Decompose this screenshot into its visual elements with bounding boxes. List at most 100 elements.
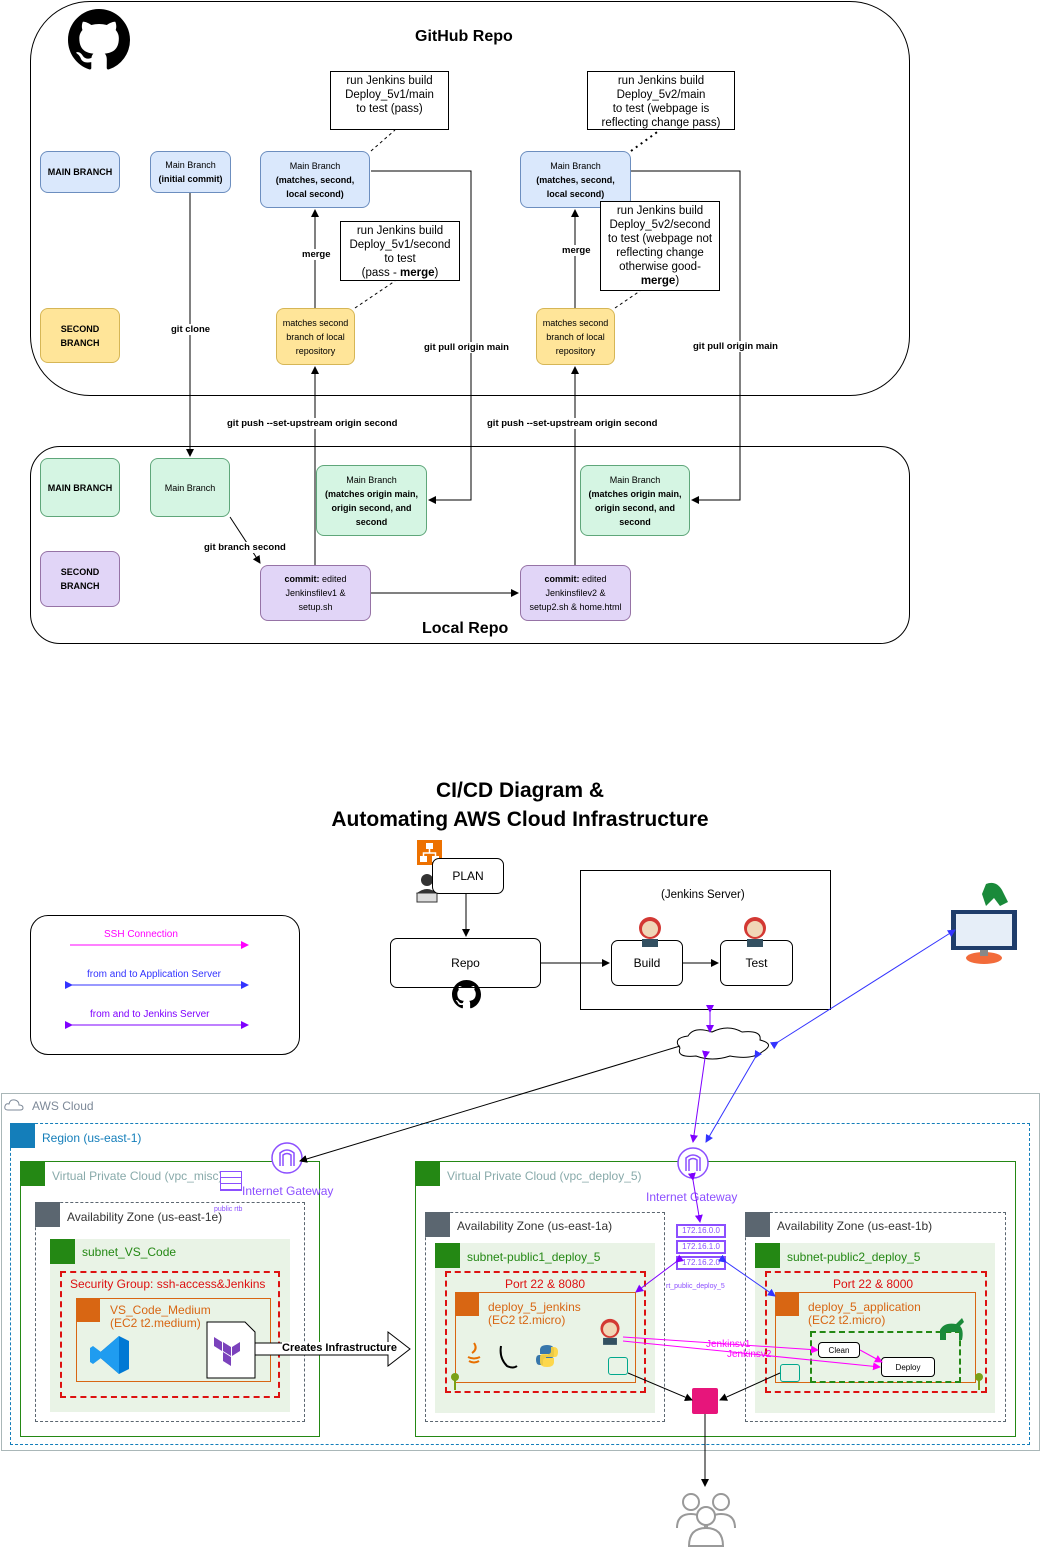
sg-1-container	[445, 1271, 646, 1393]
vscode-icon	[90, 1336, 129, 1374]
pull-arrow-2	[631, 170, 741, 504]
github-small-icon	[452, 980, 481, 1009]
legend-ssh-label: SSH Connection	[104, 929, 178, 940]
vpc-deploy-label: Virtual Private Cloud (vpc_deploy_5)	[447, 1169, 642, 1183]
local-second-branch-legend: SECOND BRANCH	[40, 551, 120, 607]
region-flag-icon	[10, 1123, 35, 1148]
vs-instance-container	[76, 1298, 271, 1382]
vs-instance-label: VS_Code_Medium(EC2 t2.medium)	[110, 1303, 211, 1330]
cidr-item: 172.16.1.0	[676, 1240, 726, 1254]
local-main-origin-node-1: Main Branch(matches origin main,origin s…	[316, 465, 427, 536]
az-1a-icon	[425, 1212, 450, 1237]
az-1b-container	[745, 1212, 1006, 1422]
az-1b-label: Availability Zone (us-east-1b)	[777, 1219, 933, 1233]
cicd-title: CI/CD Diagram &Automating AWS Cloud Infr…	[331, 779, 709, 831]
deploy-box: Deploy	[881, 1357, 935, 1377]
region-label: Region (us-east-1)	[42, 1131, 142, 1145]
subnet-1-icon	[435, 1243, 460, 1268]
java-icon	[467, 1342, 481, 1364]
igw-misc-label: Internet Gateway	[242, 1184, 334, 1198]
github-repo-container	[30, 1, 910, 396]
users-icon	[676, 1493, 736, 1547]
web-browser-icon	[951, 882, 1017, 964]
initial-commit-node: Main Branch(initial commit)	[150, 151, 231, 193]
vpc-misc-label: Virtual Private Cloud (vpc_misc)	[52, 1169, 223, 1183]
subnet-1-label: subnet-public1_deploy_5	[467, 1250, 601, 1264]
vpc-misc-container	[20, 1161, 320, 1437]
git-branch-arrow	[229, 516, 261, 564]
public-rtb-label: public rtb	[214, 1206, 243, 1213]
jenkins-icon-test	[744, 917, 766, 947]
sg-vs-label: Security Group: ssh-access&Jenkins	[70, 1277, 266, 1291]
note-link-1	[370, 129, 396, 152]
gunicorn-icon	[940, 1318, 964, 1340]
git-pull-label-2: git pull origin main	[692, 341, 779, 352]
merge-label-1: merge	[301, 249, 332, 260]
local-commit-node-1: commit: edited Jenkinsfilev1 &setup.sh	[260, 565, 371, 621]
az-1a-container	[425, 1212, 665, 1422]
subnet-vs-icon	[50, 1239, 75, 1264]
local-commit-node-2: commit: edited Jenkinsfilev2 &setup2.sh …	[520, 565, 631, 621]
internet-cloud-icon	[676, 1027, 769, 1060]
github-second-branch-legend: SECOND BRANCH	[40, 308, 120, 363]
subnet-vs-container	[50, 1239, 290, 1412]
plan-box: PLAN	[432, 858, 504, 894]
local-repo-container	[30, 446, 910, 644]
creates-label: Creates Infrastructure	[282, 1342, 397, 1354]
main-merged-node-2: Main Branch(matches, second,local second…	[520, 151, 631, 208]
note-link-4	[614, 290, 641, 309]
git-push-label-1: git push --set-upstream origin second	[226, 418, 399, 429]
cloud-icon	[4, 1099, 24, 1111]
main-merged-node-1: Main Branch(matches, second,local second…	[260, 151, 370, 208]
ec2-icon-jenkins	[455, 1292, 479, 1316]
rt-label: rt_public_deploy_5	[666, 1283, 725, 1290]
git-clone-label: git clone	[170, 324, 212, 335]
ec2-icon-vs	[76, 1298, 100, 1322]
python-icon	[536, 1345, 558, 1367]
git-pull-label-1: git pull origin main	[423, 342, 510, 353]
top-connectors	[186, 129, 741, 597]
github-main-branch-legend: MAIN BRANCH	[40, 151, 120, 193]
az-1e-icon	[35, 1202, 60, 1227]
port-1-label: Port 22 & 8080	[505, 1277, 586, 1291]
vpc-deploy-icon	[415, 1161, 440, 1186]
local-main-node: Main Branch	[150, 458, 230, 517]
vpc-misc-icon	[20, 1161, 45, 1186]
subnet-vs-label: subnet_VS_Code	[82, 1245, 177, 1259]
region-container	[10, 1123, 1030, 1445]
cidr-item: 172.16.0.0	[676, 1224, 726, 1238]
aws-cloud-label: AWS Cloud	[32, 1099, 94, 1113]
github-icon	[68, 9, 130, 70]
jenkins-server-label: (Jenkins Server)	[661, 889, 745, 901]
legend-box	[30, 915, 300, 1055]
cidr-list: 172.16.0.0 172.16.1.0 172.16.2.0	[676, 1224, 726, 1270]
legend-jenkins-label: from and to Jenkins Server	[90, 1009, 210, 1020]
app-instance-label: deploy_5_application(EC2 t2.micro)	[808, 1300, 921, 1327]
pull-arrow-1	[371, 170, 472, 504]
sg-2-container	[765, 1271, 987, 1393]
az-1a-label: Availability Zone (us-east-1a)	[457, 1219, 613, 1233]
note-link-3	[354, 280, 396, 309]
repo-box: Repo	[390, 938, 541, 988]
local-repo-title: Local Repo	[422, 620, 509, 637]
vpc-deploy-container	[415, 1161, 1016, 1437]
aws-cloud-container	[1, 1093, 1040, 1451]
legend-app-label: from and to Application Server	[87, 969, 221, 980]
route-table-icon-misc	[220, 1171, 242, 1191]
key-icon-2	[975, 1373, 983, 1390]
git-push-label-2: git push --set-upstream origin second	[486, 418, 659, 429]
local-main-branch-legend: MAIN BRANCH	[40, 458, 120, 517]
build-box: Build	[611, 940, 683, 986]
port-2-label: Port 22 & 8000	[833, 1277, 914, 1291]
key-icon-1	[451, 1373, 459, 1390]
jenkins-instance-label: deploy_5_jenkins(EC2 t2.micro)	[488, 1300, 581, 1327]
jenkinsv2-label: Jenkinsv2	[727, 1349, 772, 1360]
git-branch-label: git branch second	[203, 542, 287, 553]
